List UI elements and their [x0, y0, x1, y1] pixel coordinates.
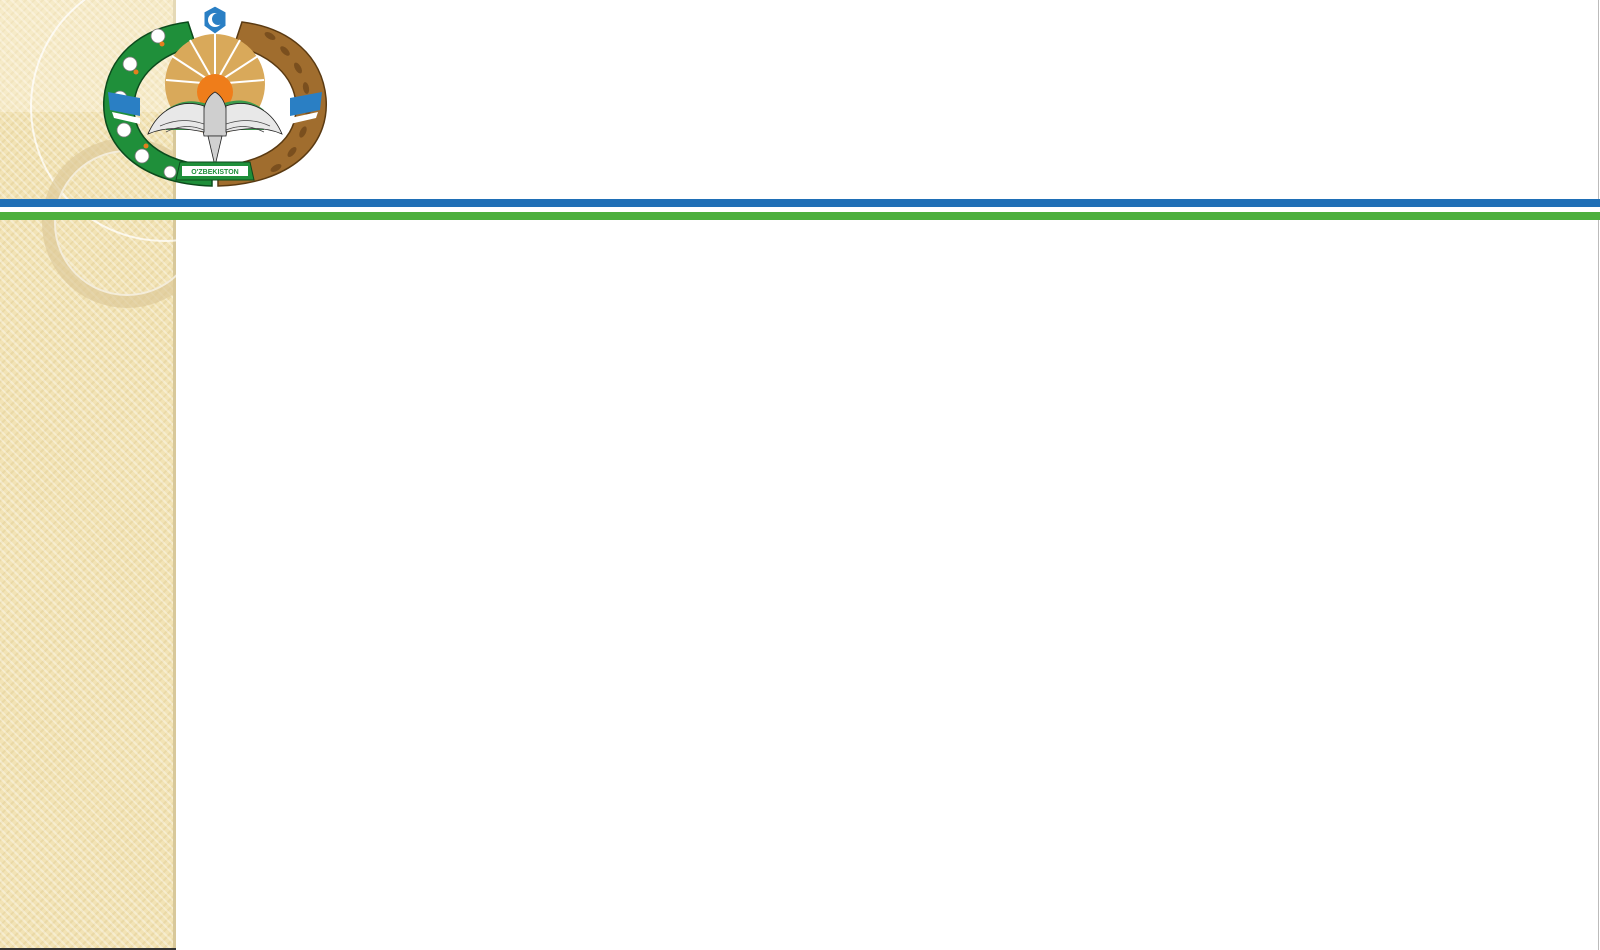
sidebar-bottom-border [0, 948, 176, 950]
decorative-ring-inner [54, 150, 176, 296]
flag-stripe-green [0, 212, 1600, 220]
emblem-ribbon-text: O'ZBEKISTON [191, 169, 238, 176]
flag-stripe-blue [0, 199, 1600, 207]
flag-stripe-white [0, 207, 1600, 212]
state-emblem-icon: O'ZBEKISTON [103, 6, 327, 187]
slide-right-border [1598, 0, 1599, 950]
